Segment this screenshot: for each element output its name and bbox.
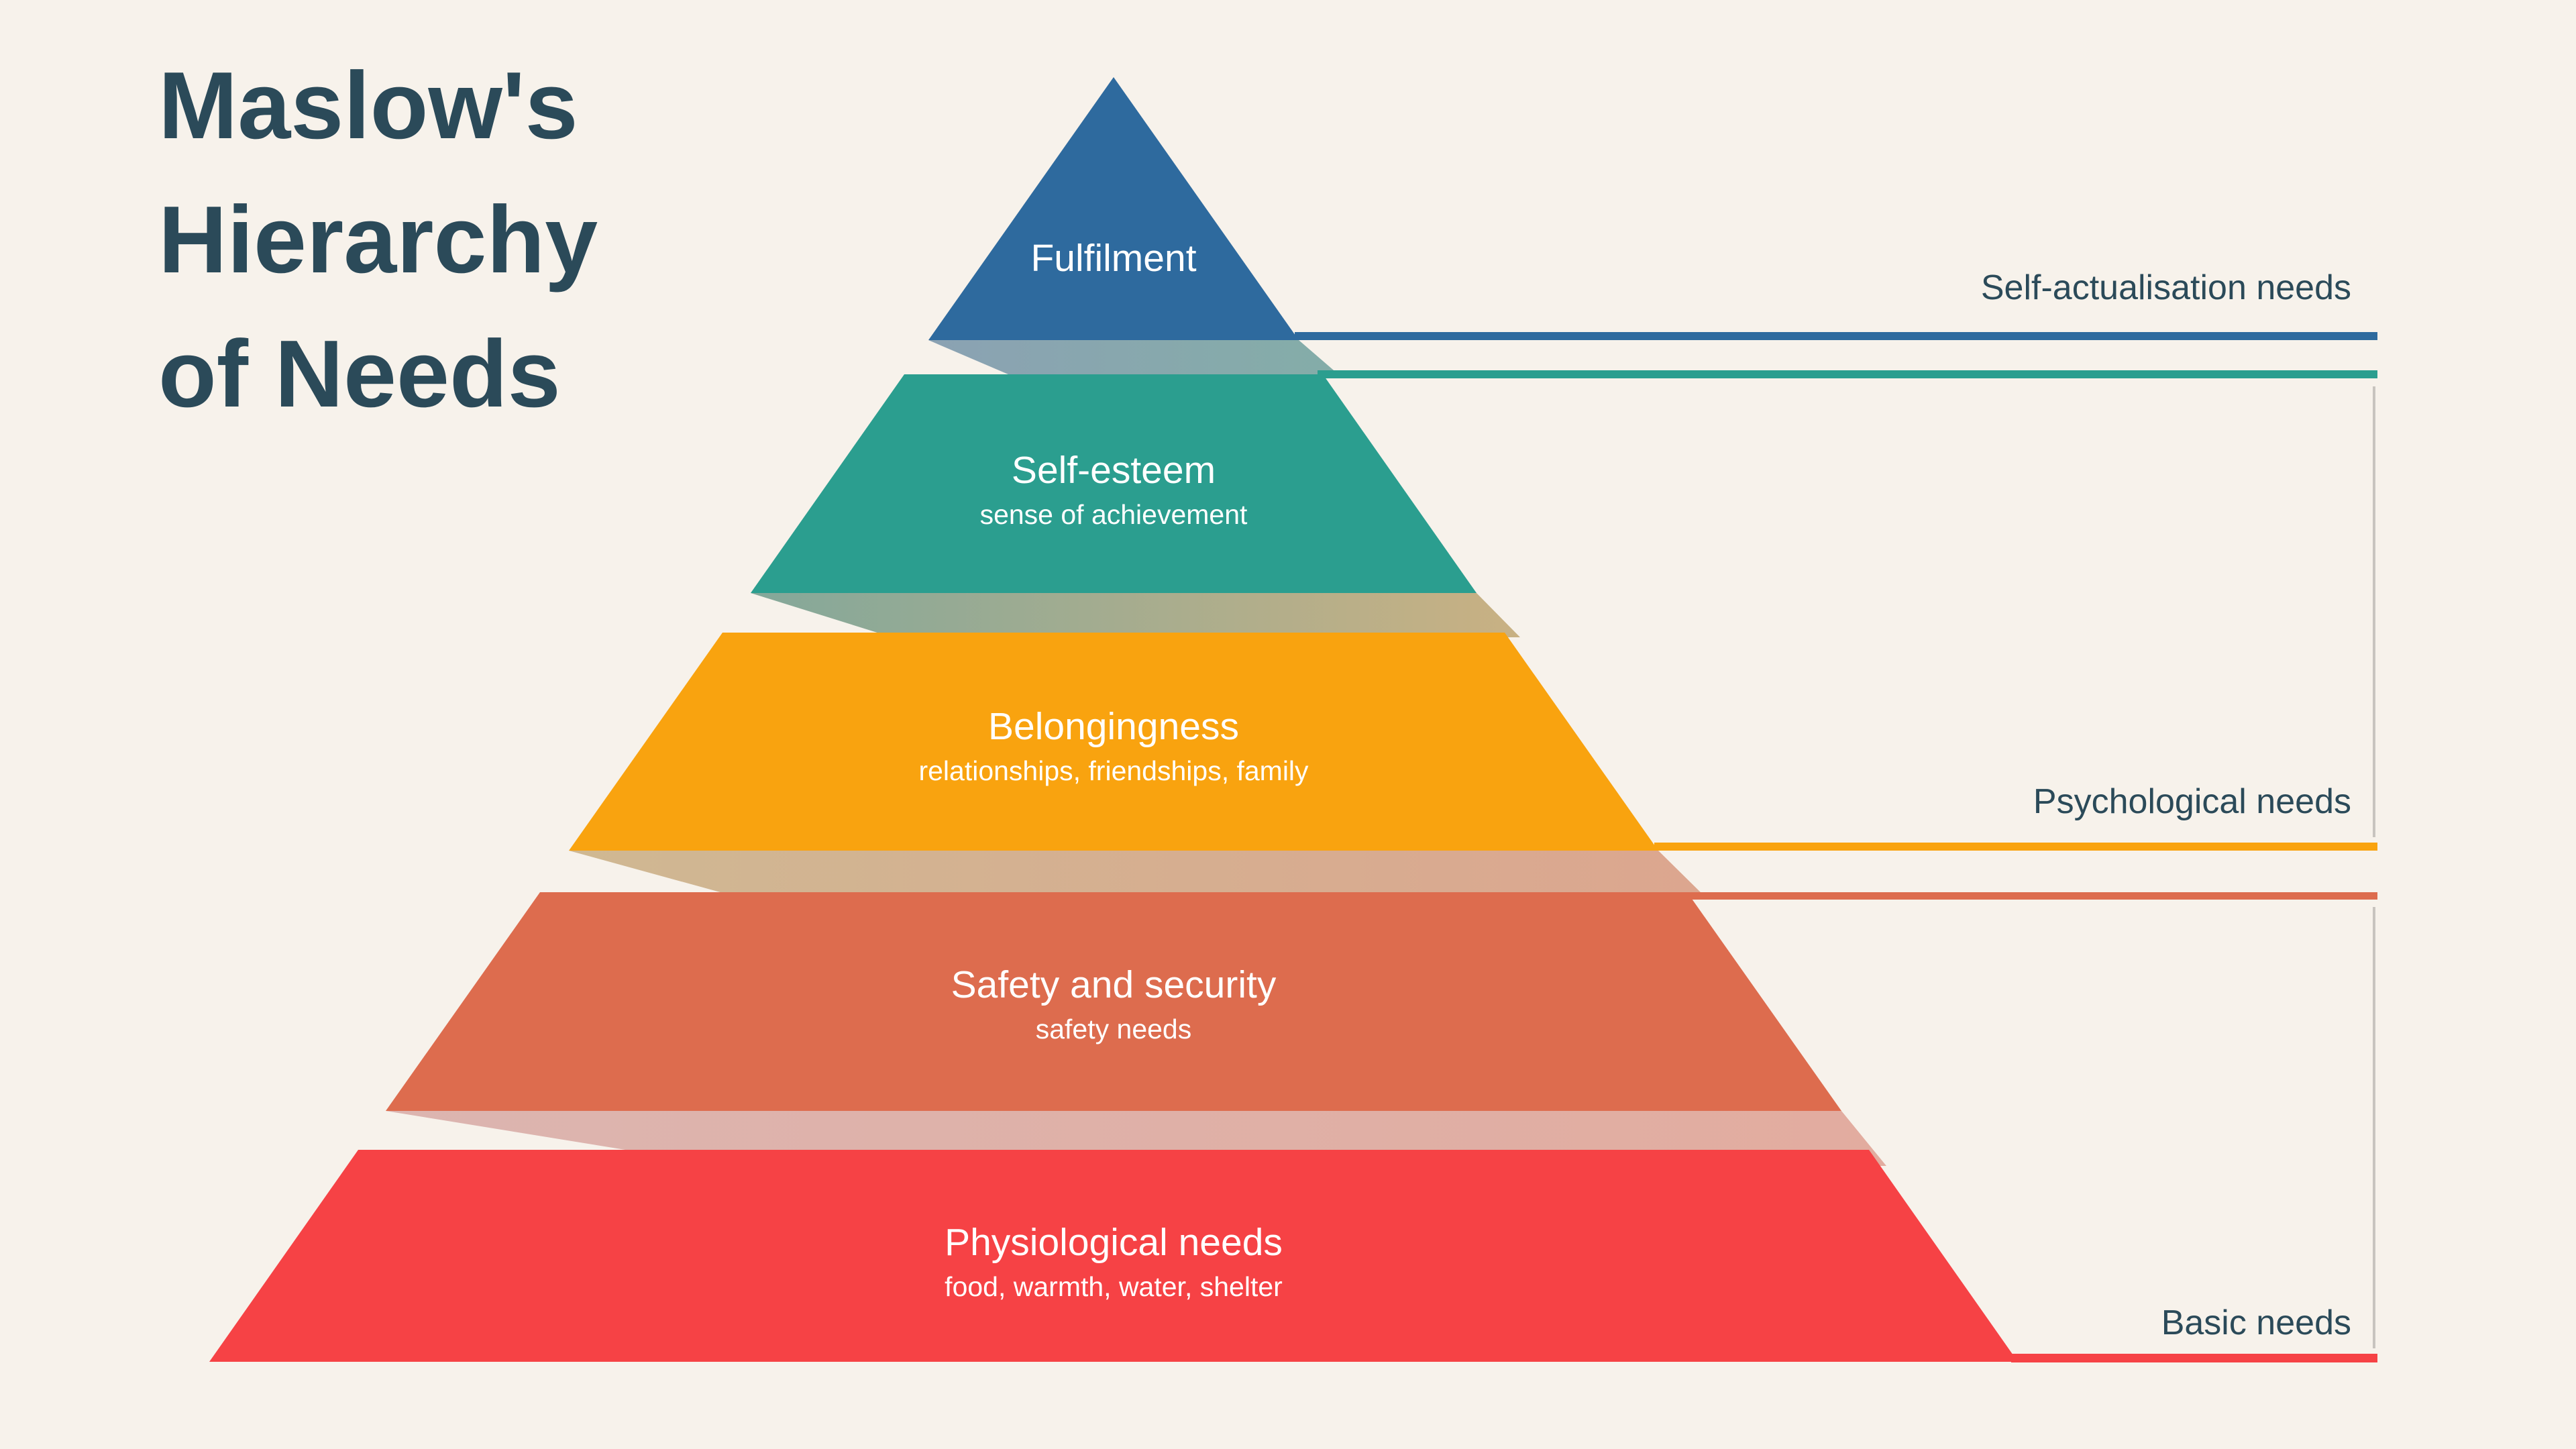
level-polygon-fulfilment — [928, 77, 1299, 340]
leader-line-self-esteem — [1318, 370, 2377, 378]
annotation-basic-needs: Basic needs — [2161, 1303, 2351, 1342]
level-label-fulfilment: Fulfilment — [1030, 237, 1197, 280]
level-sublabel-belongingness: relationships, friendships, family — [918, 755, 1309, 786]
level-polygon-physiological — [209, 1150, 2018, 1362]
page-title-line-3: of Needs — [158, 321, 561, 427]
level-text-self-esteem: Self-esteem sense of achievement — [980, 448, 1248, 531]
level-text-belongingness: Belongingness relationships, friendships… — [918, 704, 1308, 788]
page-title: Maslow's Hierarchy of Needs — [158, 39, 598, 441]
annotation-self-actualisation-needs: Self-actualisation needs — [1980, 268, 2351, 307]
level-label-physiological: Physiological needs — [945, 1221, 1283, 1264]
level-polygon-belongingness — [569, 633, 1658, 851]
level-text-physiological: Physiological needs food, warmth, water,… — [945, 1220, 1283, 1303]
annotation-psychological-needs: Psychological needs — [2033, 782, 2351, 821]
level-shadow-3 — [569, 851, 1707, 899]
bracket-line-psychological — [2373, 386, 2375, 837]
level-sublabel-physiological: food, warmth, water, shelter — [945, 1271, 1283, 1302]
page-title-line-2: Hierarchy — [158, 186, 598, 293]
level-text-fulfilment: Fulfilment — [1030, 236, 1196, 280]
level-sublabel-safety: safety needs — [1035, 1014, 1192, 1044]
level-sublabel-self-esteem: sense of achievement — [979, 499, 1248, 530]
leader-line-fulfilment — [1295, 332, 2377, 340]
level-label-belongingness: Belongingness — [988, 705, 1239, 748]
level-text-safety: Safety and security safety needs — [951, 963, 1277, 1046]
level-polygon-self-esteem — [751, 374, 1477, 593]
leader-line-belongingness — [1654, 843, 2377, 851]
level-label-self-esteem: Self-esteem — [1011, 449, 1216, 492]
page-title-line-1: Maslow's — [158, 52, 578, 159]
leader-line-physiological — [2011, 1354, 2377, 1362]
bracket-line-basic — [2373, 907, 2375, 1348]
leader-line-safety — [1683, 892, 2377, 900]
level-label-safety: Safety and security — [951, 963, 1277, 1006]
level-shadow-2 — [751, 593, 1520, 637]
level-polygon-safety — [386, 892, 1841, 1111]
level-shadow-1 — [928, 340, 1343, 378]
